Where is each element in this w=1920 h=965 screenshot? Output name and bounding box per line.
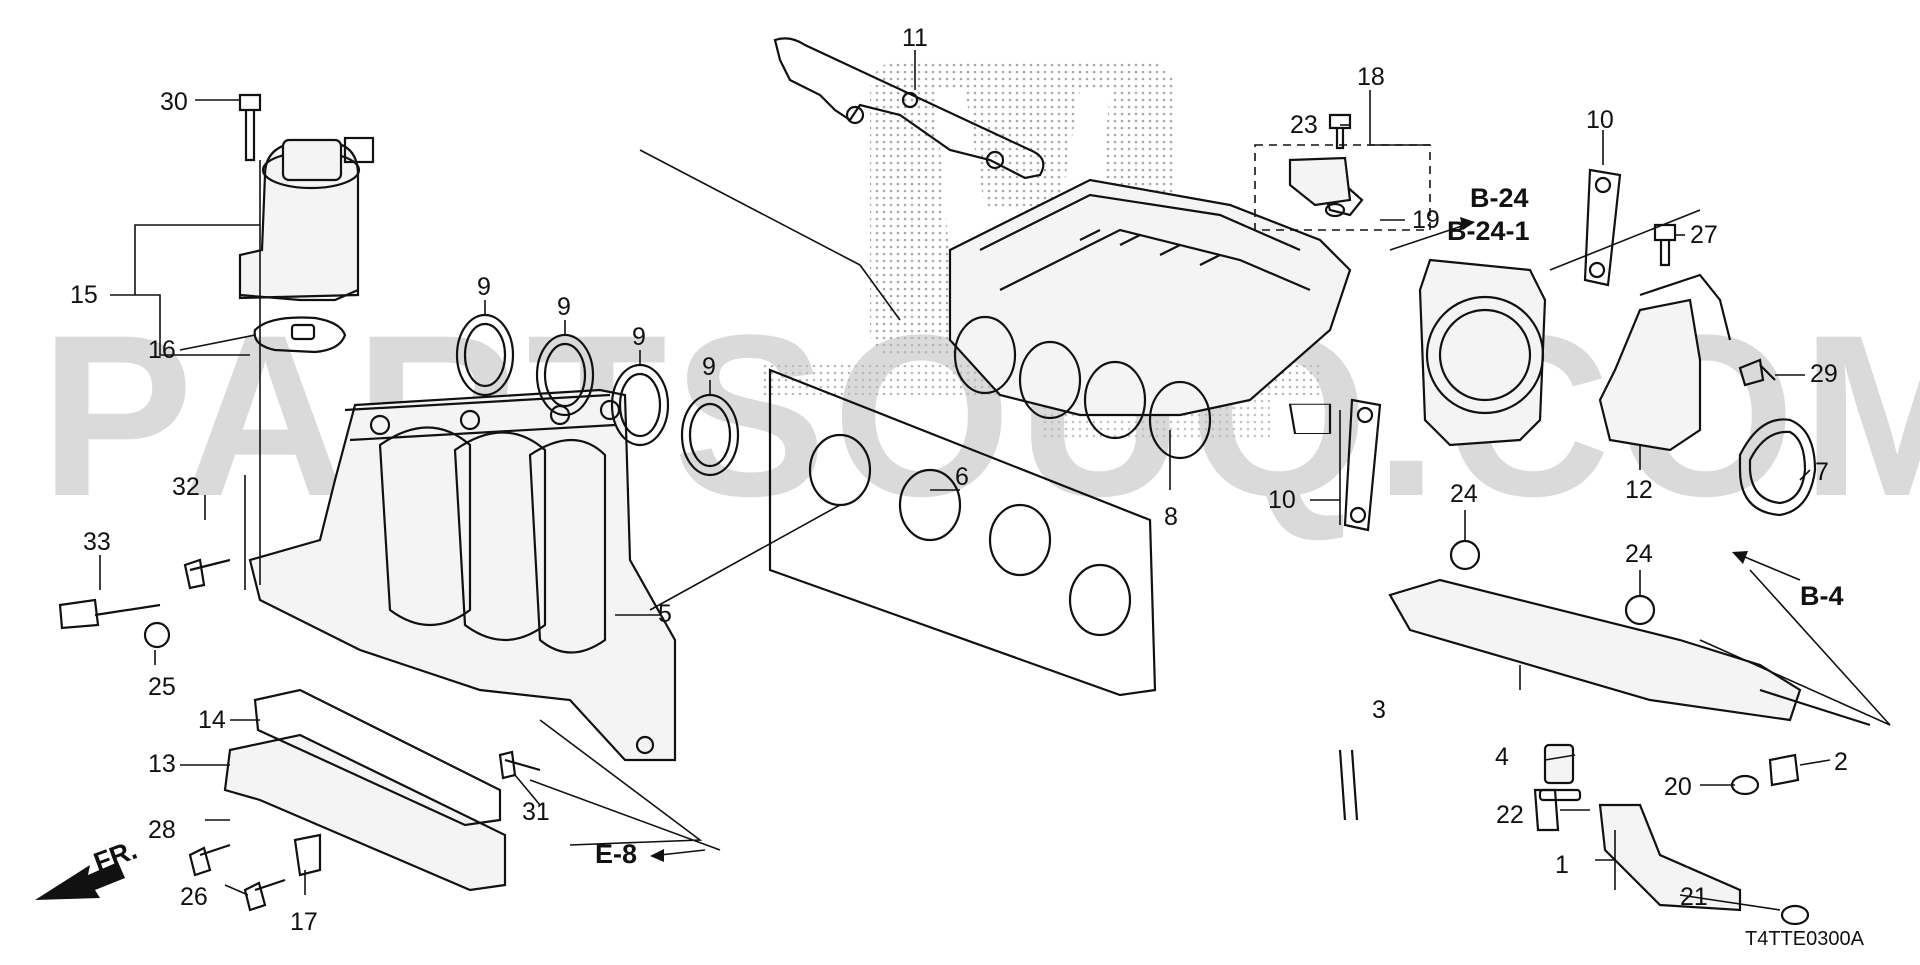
- callout-labels: 1 2 3 4 5 6 7 8 9 9 9 9 10 10 11 12 13 1…: [70, 24, 1848, 936]
- callout-25: 25: [148, 673, 176, 701]
- callout-7: 7: [1815, 458, 1829, 486]
- callout-3: 3: [1372, 696, 1386, 724]
- exhaust-manifold: [248, 388, 677, 762]
- throttle-gasket: [1738, 418, 1817, 517]
- callout-6: 6: [955, 463, 969, 491]
- callout-12: 12: [1625, 476, 1653, 504]
- callout-14: 14: [198, 706, 226, 734]
- callout-11: 11: [902, 24, 928, 52]
- callout-10a: 10: [1586, 106, 1614, 134]
- callout-16: 16: [148, 336, 176, 364]
- callout-28: 28: [148, 816, 176, 844]
- fuel-injector: [1533, 743, 1810, 926]
- callout-23: 23: [1290, 111, 1318, 139]
- fuel-rail: [1388, 578, 1871, 727]
- callout-9c: 9: [632, 323, 646, 351]
- gasket-rings: [455, 313, 740, 477]
- callout-9d: 9: [702, 353, 716, 381]
- arrow-to-b4: [1732, 551, 1748, 564]
- callout-24a: 24: [1450, 480, 1478, 508]
- callout-10b: 10: [1268, 486, 1296, 514]
- ref-b24: B-24: [1470, 183, 1529, 213]
- front-arrow-icon: [35, 862, 125, 900]
- callout-29: 29: [1810, 360, 1838, 388]
- arrows: [650, 217, 1801, 862]
- brackets: [1343, 168, 1732, 532]
- callout-9b: 9: [557, 293, 571, 321]
- callout-31: 31: [522, 798, 550, 826]
- leader-lines: [99, 50, 1891, 911]
- diagram-code: T4TTE0300A: [1745, 928, 1865, 950]
- callout-17: 17: [290, 908, 318, 936]
- callout-33: 33: [83, 528, 111, 556]
- callout-9a: 9: [477, 273, 491, 301]
- harness-bracket: [773, 37, 1045, 180]
- callout-18: 18: [1357, 63, 1385, 91]
- callout-26: 26: [180, 883, 208, 911]
- arrow-to-e8: [650, 849, 664, 862]
- callout-15: 15: [70, 281, 98, 309]
- callout-5: 5: [658, 600, 672, 628]
- front-label: FR.: [90, 835, 141, 878]
- arrow-to-b24: [1460, 217, 1475, 230]
- sensor-assembly: [1254, 144, 1431, 231]
- ref-e8: E-8: [595, 839, 637, 869]
- egr-valve: [238, 136, 375, 302]
- egr-gasket: [253, 316, 347, 354]
- callout-19: 19: [1412, 206, 1440, 234]
- front-marker: FR.: [35, 835, 141, 900]
- bolts: [58, 93, 1776, 912]
- heat-shields: [223, 688, 507, 892]
- callout-8: 8: [1164, 503, 1178, 531]
- callout-1: 1: [1555, 851, 1569, 879]
- callout-24b: 24: [1625, 540, 1653, 568]
- callout-21: 21: [1680, 883, 1708, 911]
- callout-2: 2: [1834, 748, 1848, 776]
- callout-4: 4: [1495, 743, 1509, 771]
- callout-22: 22: [1496, 801, 1524, 829]
- ref-b4: B-4: [1800, 581, 1844, 611]
- callout-30: 30: [160, 88, 188, 116]
- reference-labels: B-24 B-24-1 B-4 E-8: [595, 183, 1844, 869]
- manifold-gasket: [768, 368, 1157, 697]
- callout-32: 32: [172, 473, 200, 501]
- ref-b24-1: B-24-1: [1447, 216, 1530, 246]
- intake-manifold: [948, 178, 1547, 460]
- callout-27: 27: [1690, 221, 1718, 249]
- callout-20: 20: [1664, 773, 1692, 801]
- callout-13: 13: [148, 750, 176, 778]
